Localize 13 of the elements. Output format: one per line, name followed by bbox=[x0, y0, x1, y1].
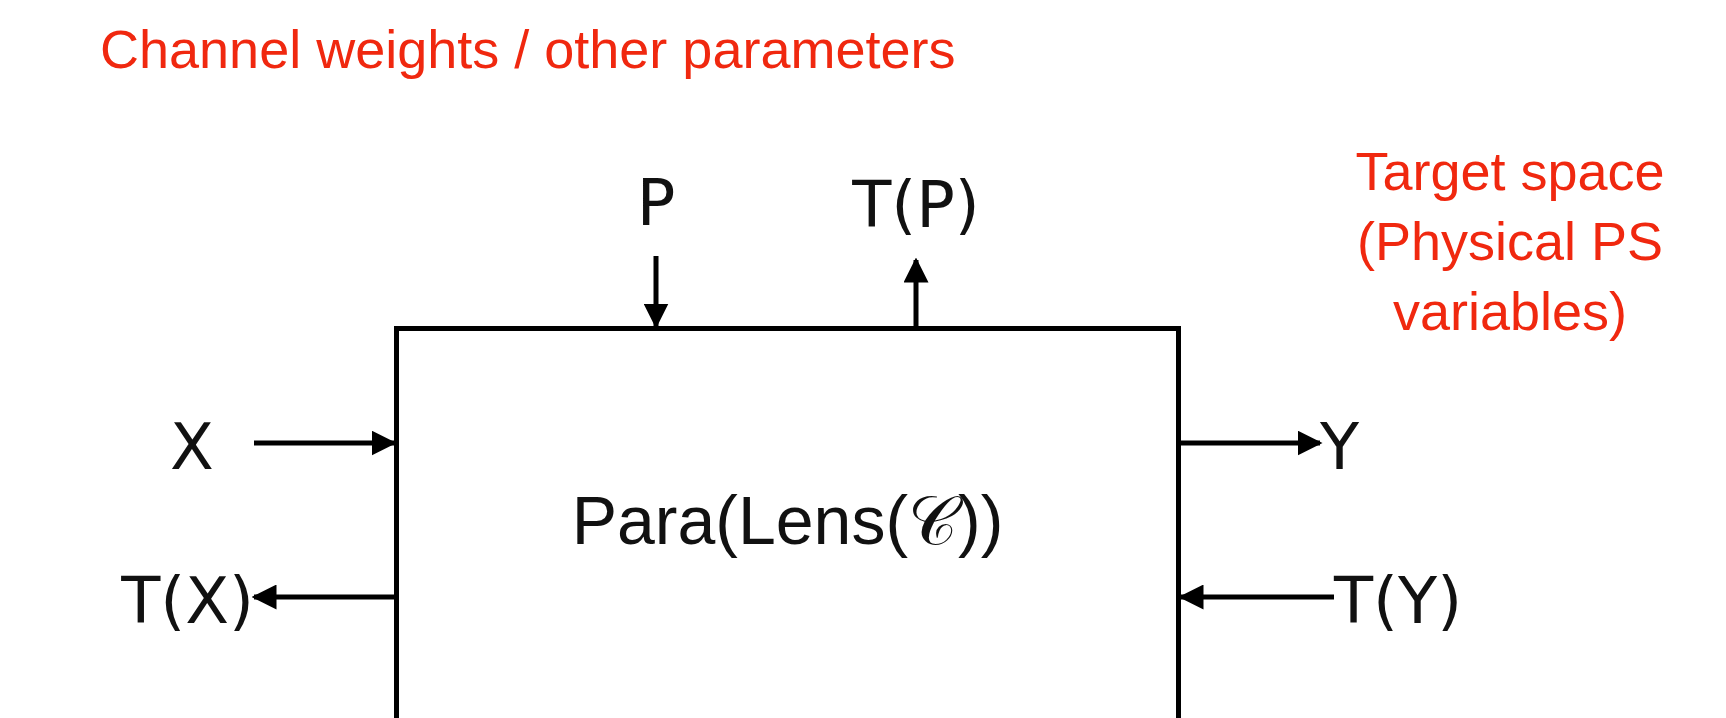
box-label: Para(Lens(𝒞)) bbox=[571, 481, 1004, 560]
variable-label: T(X) bbox=[121, 569, 254, 633]
arrow bbox=[903, 257, 929, 326]
variable-label: T(Y) bbox=[1334, 569, 1463, 633]
annotation-text: Channel weights / other parameters bbox=[100, 18, 957, 81]
arrow bbox=[251, 584, 394, 610]
annotation-text: Target space (Physical PS variables) bbox=[1354, 140, 1666, 344]
variable-label: P bbox=[636, 171, 676, 235]
variable-label: T(P) bbox=[852, 173, 980, 237]
arrow bbox=[1181, 430, 1323, 456]
variable-label: Y bbox=[1320, 415, 1360, 479]
process-box bbox=[394, 326, 1181, 718]
variable-label: X bbox=[170, 415, 214, 479]
